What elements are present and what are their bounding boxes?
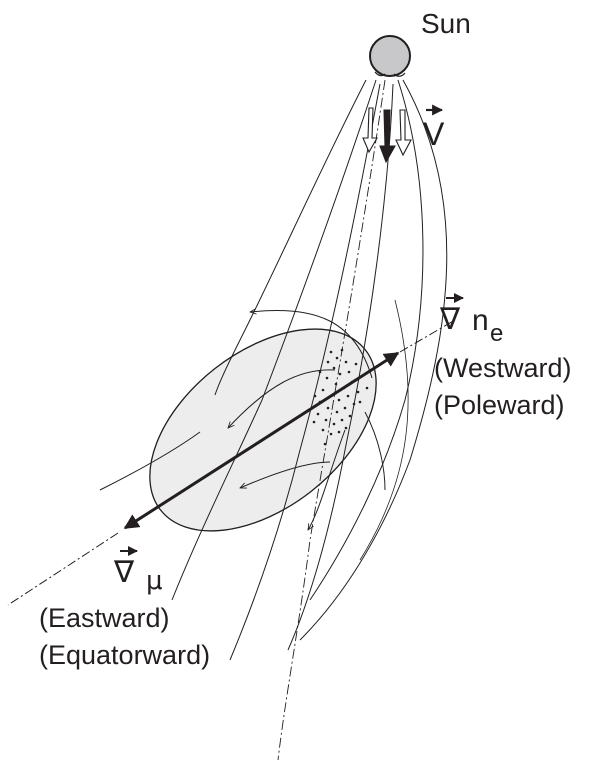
grad-mu-nabla: ∇ — [114, 555, 135, 590]
grad-ne-nabla: ∇ — [440, 302, 461, 337]
grad-mu-mu: μ — [146, 566, 163, 596]
grad-ne-n: n — [472, 304, 489, 337]
velocity-label: V — [423, 116, 445, 152]
westward-label: (Westward) — [434, 353, 572, 383]
velocity-arrows — [362, 107, 412, 164]
poleward-label: (Poleward) — [434, 390, 565, 420]
sun-circle — [369, 35, 411, 77]
equatorward-label: (Equatorward) — [39, 640, 211, 670]
gradient-axis-extension-lower — [7, 532, 119, 606]
sun-label: Sun — [421, 8, 471, 39]
gradient-double-arrow — [123, 351, 400, 530]
shaded-ellipse — [149, 328, 377, 532]
eastward-label: (Eastward) — [39, 603, 170, 633]
sun-base-marks — [374, 71, 406, 77]
grad-ne-subscript: e — [490, 320, 504, 347]
gradient-axis-extension-upper — [399, 319, 456, 353]
